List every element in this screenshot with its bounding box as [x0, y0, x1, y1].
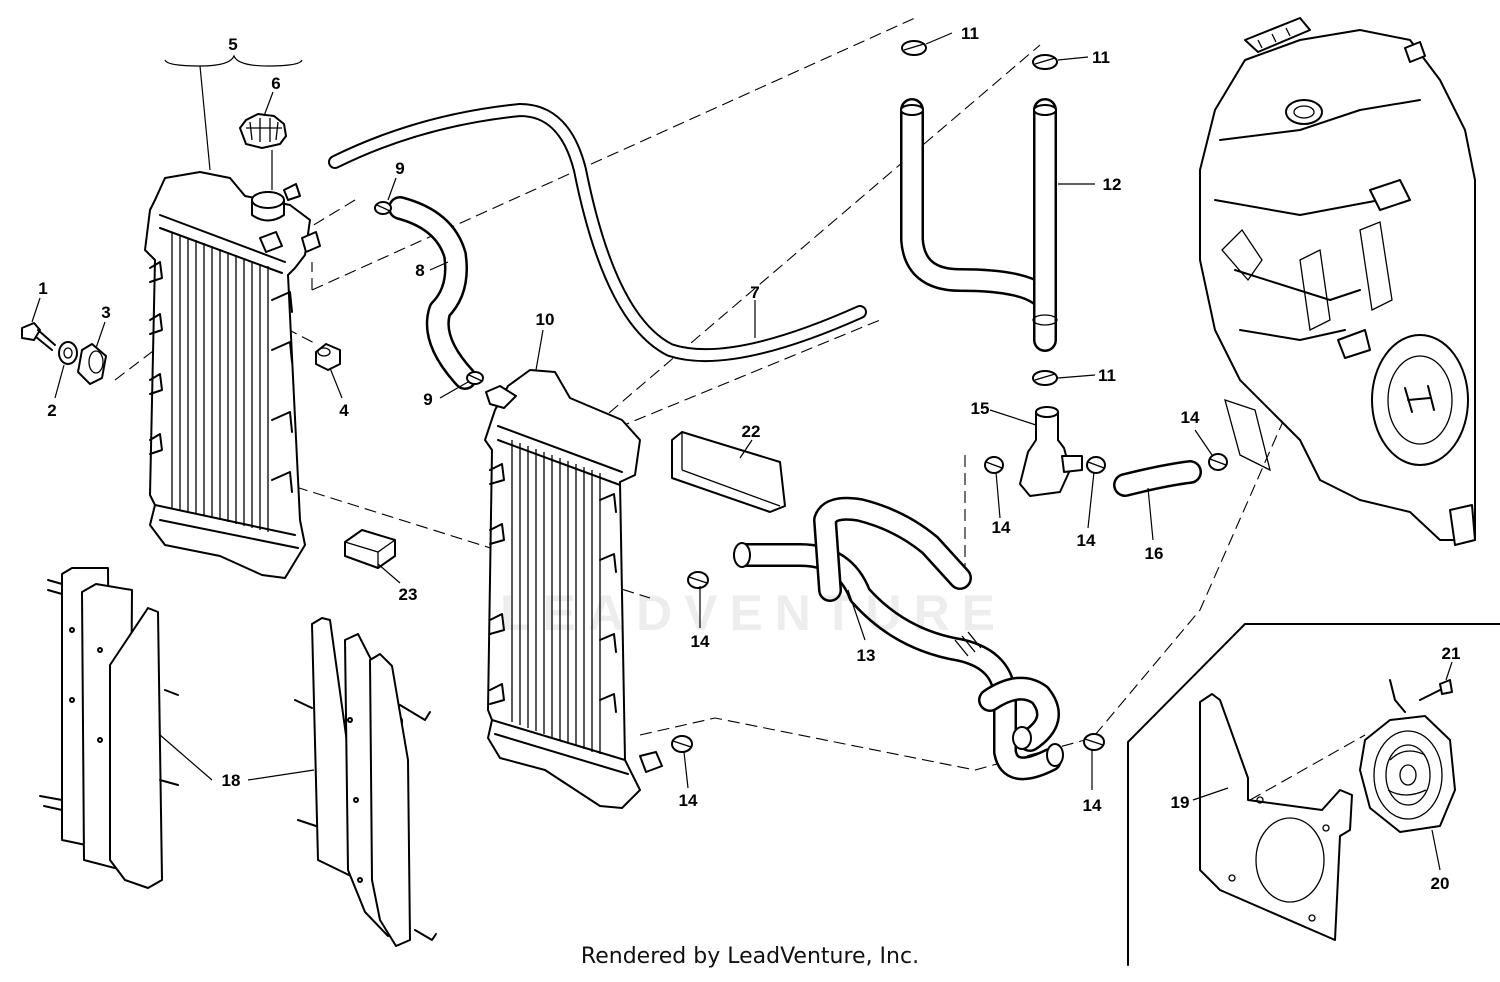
callout-8: 8 [415, 261, 424, 280]
vent-hose-part-7 [328, 103, 867, 363]
callout-5: 5 [228, 35, 237, 54]
callout-15: 15 [971, 399, 990, 418]
hose-part-13 [733, 496, 1064, 781]
callout-14-d: 14 [691, 632, 710, 651]
bolt-part-21 [1419, 679, 1453, 701]
radiator-right-fins [511, 440, 601, 754]
callout-19: 19 [1171, 793, 1190, 812]
leader-lines [31, 32, 1453, 871]
footer-credit: Rendered by LeadVenture, Inc. [580, 944, 920, 969]
callout-21: 21 [1442, 644, 1461, 663]
thermostat-part-15 [1019, 406, 1083, 497]
callout-14-b: 14 [1077, 531, 1096, 550]
assembly-dashed-lines [114, 17, 1366, 801]
clamp-part-14-f [1083, 733, 1105, 751]
foam-part-22 [671, 431, 786, 513]
clamp-part-11-a [901, 40, 927, 56]
washer-part-2 [58, 341, 78, 365]
radiator-right-part-10 [484, 369, 663, 809]
callout-18: 18 [222, 771, 241, 790]
hose-part-8 [388, 196, 477, 390]
radiator-left-part-5 [144, 171, 321, 579]
hose-part-12 [900, 98, 1058, 352]
clamp-part-14-c [1208, 453, 1228, 471]
callout-22: 22 [742, 422, 761, 441]
foam-part-23 [344, 529, 396, 569]
callout-20: 20 [1431, 874, 1450, 893]
callout-10: 10 [536, 310, 555, 329]
fan-inset-box [1127, 623, 1500, 966]
callout-9-lower: 9 [423, 390, 432, 409]
bracket-part-19 [1199, 693, 1353, 941]
clamp-part-14-b [1086, 456, 1106, 474]
callout-12: 12 [1103, 175, 1122, 194]
clamp-part-11-c [1032, 370, 1058, 386]
callout-7: 7 [750, 283, 759, 302]
bolt-part-1 [21, 322, 56, 351]
callout-6: 6 [271, 74, 280, 93]
radiator-guard-right-part-18 [294, 617, 437, 947]
callout-16: 16 [1145, 544, 1164, 563]
callout-3: 3 [101, 303, 110, 322]
clamp-part-9-upper [374, 201, 392, 215]
callout-labels: 1 2 3 4 5 6 7 8 9 9 10 11 11 11 12 13 14… [38, 24, 1460, 893]
engine-block [1199, 17, 1476, 546]
callout-11-c: 11 [1098, 366, 1116, 385]
callout-14-f: 14 [1083, 796, 1102, 815]
radiator-guard-left-part-18 [39, 567, 179, 889]
callout-9-upper: 9 [395, 159, 404, 178]
clamp-part-14-a [984, 456, 1004, 474]
radiator-left-fins [171, 232, 269, 532]
callout-13: 13 [857, 646, 876, 665]
spacer-part-4 [315, 343, 341, 371]
radiator-cap-part-6 [239, 113, 287, 149]
grommet-part-3 [77, 343, 107, 385]
fan-part-20 [1359, 679, 1456, 833]
watermark: LEADVENTURE [500, 585, 1008, 641]
callout-11-a: 11 [961, 24, 979, 43]
clamp-part-9-lower [466, 371, 484, 385]
callout-14-a: 14 [992, 518, 1011, 537]
clamp-part-14-e [671, 735, 693, 753]
callout-1: 1 [38, 279, 47, 298]
hose-part-16 [1113, 460, 1202, 497]
callout-2: 2 [47, 401, 56, 420]
callout-14-e: 14 [679, 791, 698, 810]
clamp-part-11-b [1032, 54, 1058, 70]
clamp-part-14-d [687, 571, 709, 589]
callout-4: 4 [339, 401, 349, 420]
callout-23: 23 [399, 585, 418, 604]
callout-11-b: 11 [1092, 48, 1110, 67]
callout-14-c: 14 [1181, 408, 1200, 427]
